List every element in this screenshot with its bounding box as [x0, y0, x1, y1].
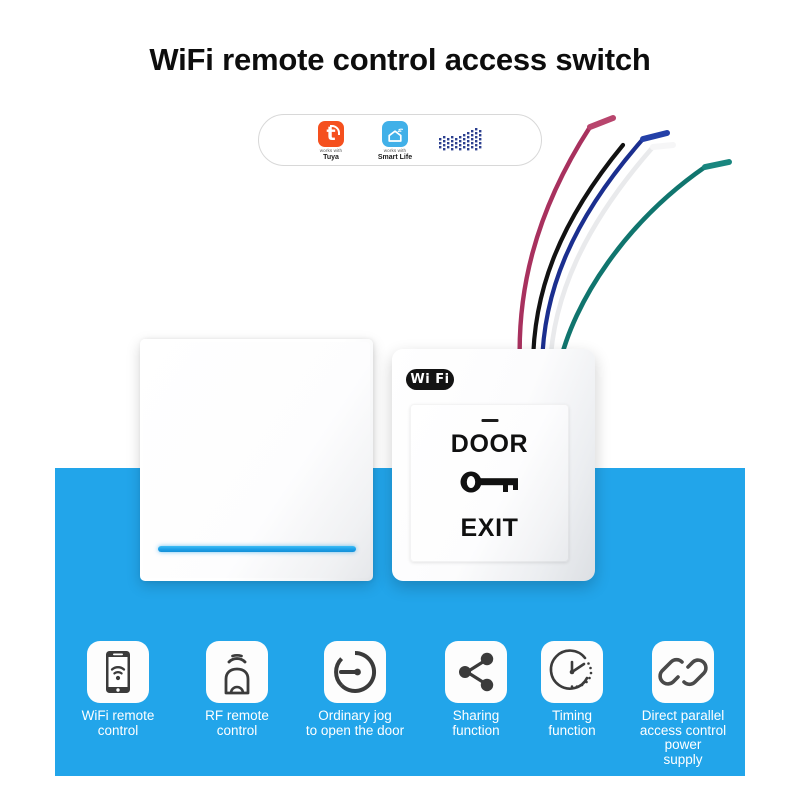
- share-nodes-icon: [459, 652, 494, 692]
- wall-switch-led-indicator: [158, 546, 356, 552]
- white-wire-tip: [650, 142, 676, 150]
- feature-tile: [652, 641, 714, 703]
- blue-wire: [539, 136, 646, 370]
- wireless-wall-switch[interactable]: [140, 339, 373, 581]
- feature-tile: [541, 641, 603, 703]
- badge-smart-life-caption: works with: [383, 148, 407, 153]
- badge-smart-life-name: Smart Life: [377, 154, 413, 162]
- chain-link-icon: [658, 657, 708, 687]
- red-wire-tip: [587, 115, 616, 130]
- tuya-wave-icon: [330, 125, 340, 135]
- feature-tile: [206, 641, 268, 703]
- door-exit-switch-device[interactable]: Wi Fi DOOR EXIT: [392, 349, 595, 581]
- green-wire: [556, 164, 708, 370]
- compatibility-bar: t works with Tuya works with Smart Life: [258, 114, 542, 166]
- badge-smart-life: works with Smart Life: [367, 121, 423, 162]
- page-title: WiFi remote control access switch: [149, 42, 651, 77]
- exit-label: EXIT: [460, 514, 519, 542]
- smart-life-logo-icon: [382, 121, 408, 147]
- jog-circle-icon: [334, 650, 377, 693]
- feature-tile: [324, 641, 386, 703]
- feature-tile: [445, 641, 507, 703]
- green-wire-tip: [702, 159, 732, 170]
- white-wire: [547, 144, 656, 370]
- tuya-logo-icon: t: [318, 121, 344, 147]
- wifi-logo-icon: Wi Fi: [406, 369, 454, 390]
- badge-tuya: t works with Tuya: [303, 121, 359, 162]
- rf-remote-icon: [224, 653, 250, 695]
- door-exit-button[interactable]: DOOR EXIT: [410, 404, 569, 562]
- black-wire: [530, 142, 626, 370]
- button-dash-marker-icon: [481, 419, 498, 422]
- dot-grid-pattern-icon: [439, 128, 482, 151]
- badge-tuya-caption: works with: [319, 148, 343, 153]
- key-icon: [460, 471, 518, 493]
- door-label: DOOR: [450, 430, 529, 458]
- phone-wifi-icon: [106, 651, 130, 693]
- house-wifi-icon: [388, 128, 403, 142]
- blue-wire-tip: [640, 130, 670, 142]
- wire-harness: [517, 115, 732, 370]
- badge-tuya-name: Tuya: [323, 154, 339, 162]
- feature-tile: [87, 641, 149, 703]
- red-wire: [517, 124, 593, 370]
- timer-clock-icon: [549, 649, 593, 690]
- wall-switch-rocker[interactable]: [143, 342, 370, 578]
